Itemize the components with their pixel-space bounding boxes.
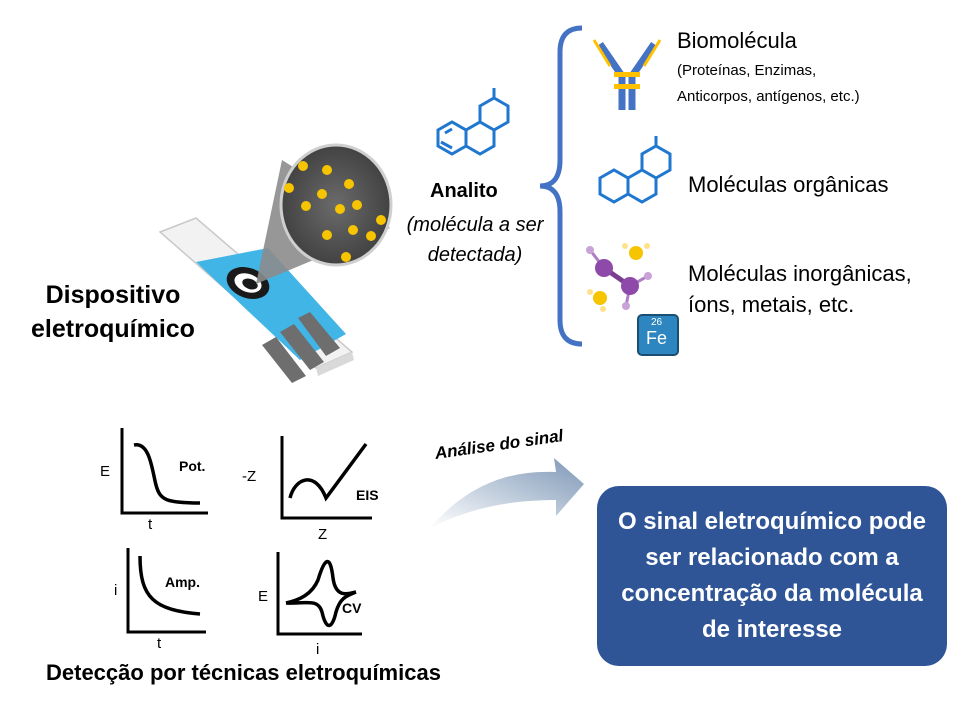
amp-graph-axes (126, 548, 206, 634)
iron-symbol: Fe (646, 328, 668, 348)
electrochemical-strip-icon (158, 217, 354, 383)
device-label-line1: Dispositivo (45, 281, 181, 309)
biomolecule-subtitle: (Proteínas, Enzimas, Anticorpos, antígen… (677, 58, 937, 110)
analyte-subtitle-line2: detectada) (427, 244, 523, 266)
pot-y-axis-label: E (100, 463, 111, 480)
biomolecule-sub-line2: Anticorpos, antígenos, etc.) (677, 88, 860, 105)
cv-x-axis-label: i (316, 641, 320, 658)
biomolecule-title: Biomolécula (677, 28, 797, 53)
amp-x-axis-label: t (157, 635, 162, 652)
device-label: Dispositivo eletroquímico (18, 278, 208, 346)
eis-graph-axes (280, 436, 372, 520)
organic-molecule-category-icon (598, 136, 672, 204)
eis-y-axis-label: -Z (242, 468, 257, 485)
inorganic-line2: íons, metais, etc. (688, 292, 855, 317)
result-text: O sinal eletroquímico pode ser relaciona… (617, 508, 927, 643)
pot-technique-label: Pot. (179, 458, 206, 474)
analyte-subtitle-line1: (molécula a ser (406, 214, 544, 236)
inorganic-molecule-icon (586, 243, 652, 312)
signal-analysis-arrow (430, 458, 584, 528)
electrode-surface-cone (256, 143, 393, 284)
iron-atomic-number: 26 (651, 317, 663, 328)
category-bracket (539, 25, 583, 347)
organic-molecule-icon (436, 88, 510, 156)
antibody-icon (592, 39, 662, 110)
analyte-subtitle: (molécula a ser detectada) (390, 210, 560, 270)
organic-molecules-label: Moléculas orgânicas (688, 172, 889, 197)
cv-graph-axes (276, 552, 362, 636)
eis-technique-label: EIS (356, 487, 379, 503)
technique-graph-axes (120, 428, 372, 636)
amp-technique-label: Amp. (165, 574, 200, 590)
pot-curve (133, 443, 201, 505)
amp-curve (138, 555, 201, 616)
inorganic-molecules-label: Moléculas inorgânicas, íons, metais, etc… (688, 258, 958, 320)
analyte-title: Analito (430, 180, 498, 202)
cv-curve (285, 560, 357, 628)
eis-x-axis-label: Z (318, 526, 328, 543)
result-box: O sinal eletroquímico pode ser relaciona… (597, 486, 947, 666)
cv-technique-label: CV (342, 600, 362, 616)
pot-graph-axes (120, 428, 208, 515)
cv-y-axis-label: E (258, 588, 269, 605)
detection-techniques-title: Detecção por técnicas eletroquímicas (46, 660, 441, 685)
biomolecule-sub-line1: (Proteínas, Enzimas, (677, 62, 817, 79)
device-label-line2: eletroquímico (31, 315, 195, 343)
eis-curve (288, 442, 368, 502)
inorganic-line1: Moléculas inorgânicas, (688, 261, 912, 286)
technique-graph-curves (133, 442, 368, 628)
iron-element-icon: 26 Fe (637, 314, 679, 356)
amp-y-axis-label: i (114, 582, 118, 599)
pot-x-axis-label: t (148, 516, 153, 533)
